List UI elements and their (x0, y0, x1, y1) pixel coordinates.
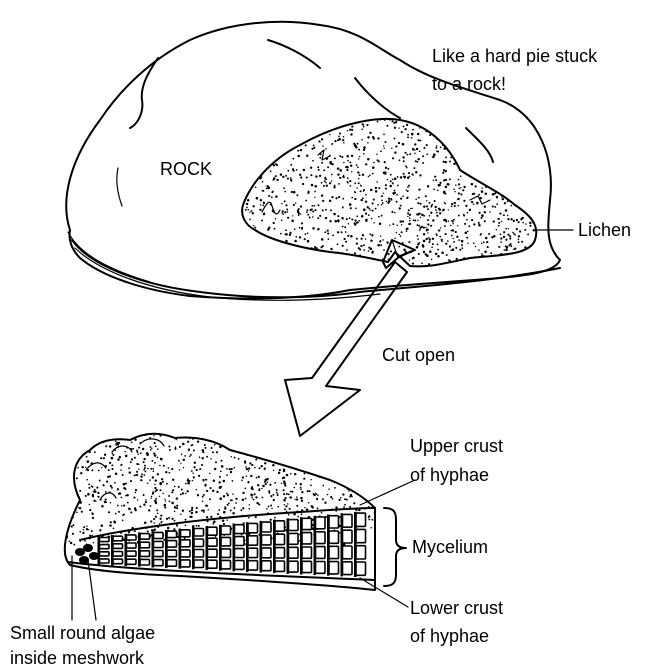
mycelium-label: Mycelium (412, 537, 488, 557)
upper-crust-leader (360, 480, 415, 505)
rock-crack-1 (130, 58, 158, 128)
lichen-label: Lichen (578, 220, 631, 240)
lichen-squiggle-2 (262, 202, 280, 214)
caption-line-1: Like a hard pie stuck (432, 46, 598, 66)
rock-crack-2 (268, 40, 320, 68)
lower-crust-label-2: of hyphae (410, 626, 489, 646)
mycelium-bracket (384, 508, 406, 586)
rock-crack-3 (355, 78, 400, 118)
rock-crack-5 (117, 168, 122, 206)
algae-label-2: inside meshwork (10, 648, 145, 668)
lichen-patch (237, 111, 543, 273)
lobe-edge-2 (112, 446, 132, 452)
rock-label: ROCK (160, 159, 212, 179)
lower-crust-label-1: Lower crust (410, 598, 503, 618)
upper-crust-label-2: of hyphae (410, 465, 489, 485)
lower-crust-leader (360, 578, 408, 607)
upper-crust-label-1: Upper crust (410, 436, 503, 456)
lobe-edge-4 (100, 493, 116, 500)
lobe-edge-1 (86, 463, 106, 470)
lobe-edge-3 (140, 439, 164, 446)
rock-crack-4 (466, 128, 493, 162)
algae-label-1: Small round algae (10, 623, 155, 643)
cut-open-label: Cut open (382, 345, 455, 365)
caption-line-2: to a rock! (432, 74, 506, 94)
lichen-cross-section (61, 429, 379, 590)
